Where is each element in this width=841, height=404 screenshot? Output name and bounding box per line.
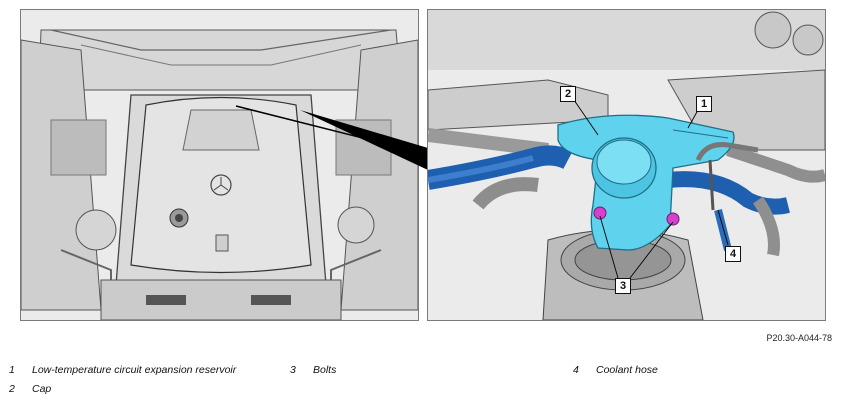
legend-num: 2 (9, 383, 15, 395)
legend-num: 3 (290, 364, 296, 376)
legend-text: Coolant hose (596, 364, 658, 376)
zoom-connector (300, 110, 428, 170)
legend-num: 4 (573, 364, 579, 376)
expansion-reservoir-detail-illustration: 2 1 3 4 (427, 9, 826, 321)
legend-text: Bolts (313, 364, 337, 376)
callout-bolts: 3 (615, 278, 631, 294)
legend-num: 1 (9, 364, 15, 376)
legend-text: Low-temperature circuit expansion reserv… (32, 364, 237, 376)
callout-reservoir: 1 (696, 96, 712, 112)
callout-hose: 4 (725, 246, 741, 262)
engine-bay-overview-illustration (20, 9, 419, 321)
callout-cap: 2 (560, 86, 576, 102)
figure-code: P20.30-A044-78 (766, 333, 832, 343)
legend-text: Cap (32, 383, 52, 395)
